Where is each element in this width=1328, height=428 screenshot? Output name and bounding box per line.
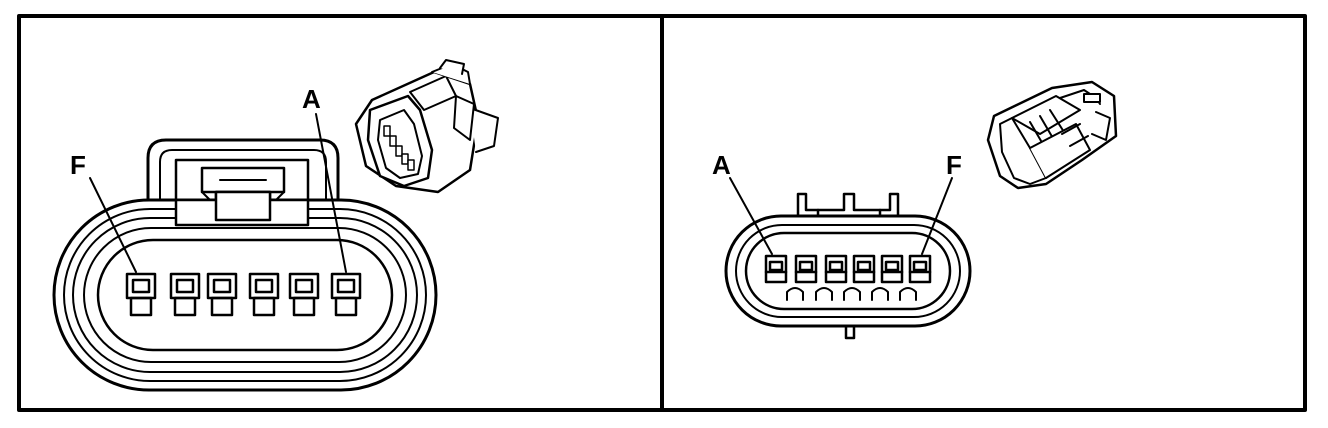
top-post-right	[878, 192, 900, 220]
cavity-e	[169, 272, 201, 317]
cavity-c	[824, 254, 848, 284]
lock-bump-row	[786, 287, 917, 301]
bottom-key	[844, 324, 856, 340]
latch-lock	[214, 190, 272, 222]
pin-label-right: A	[302, 84, 321, 114]
connector-face	[744, 231, 952, 311]
connector-body-ring	[735, 224, 961, 318]
lock-bump	[871, 287, 889, 301]
top-post-center	[816, 192, 882, 220]
lock-bump	[843, 287, 861, 301]
connector-body-ring	[83, 227, 407, 363]
leader-line-left	[89, 177, 137, 273]
leader-line-right	[921, 177, 953, 255]
cavity-b	[794, 254, 818, 284]
pin-label-left: A	[712, 150, 731, 180]
cavity-d	[852, 254, 876, 284]
latch-housing-inner	[159, 149, 327, 201]
cavity-b	[288, 272, 320, 317]
cavity-e	[880, 254, 904, 284]
cavity-a	[764, 254, 788, 284]
lock-bump	[786, 287, 804, 301]
left-panel: F A	[52, 59, 499, 392]
lock-bump	[899, 287, 917, 301]
leader-line-right	[315, 113, 347, 273]
cavity-d	[206, 272, 238, 317]
cavity-row	[125, 272, 362, 317]
cavity-a	[330, 272, 362, 317]
connector-body-icon	[986, 80, 1118, 190]
connector-body-icon	[354, 59, 499, 194]
cavity-f	[908, 254, 932, 284]
lock-bump	[815, 287, 833, 301]
pin-label-right: F	[946, 150, 962, 180]
connector-face	[96, 238, 394, 352]
latch-housing-outline	[146, 138, 340, 202]
cavity-f	[125, 272, 157, 317]
pin-label-left: F	[70, 150, 86, 180]
cavity-row	[764, 254, 932, 284]
leader-line-left	[729, 177, 773, 255]
right-panel: A F	[712, 80, 1118, 340]
cavity-c	[248, 272, 280, 317]
top-post-left	[796, 192, 820, 220]
